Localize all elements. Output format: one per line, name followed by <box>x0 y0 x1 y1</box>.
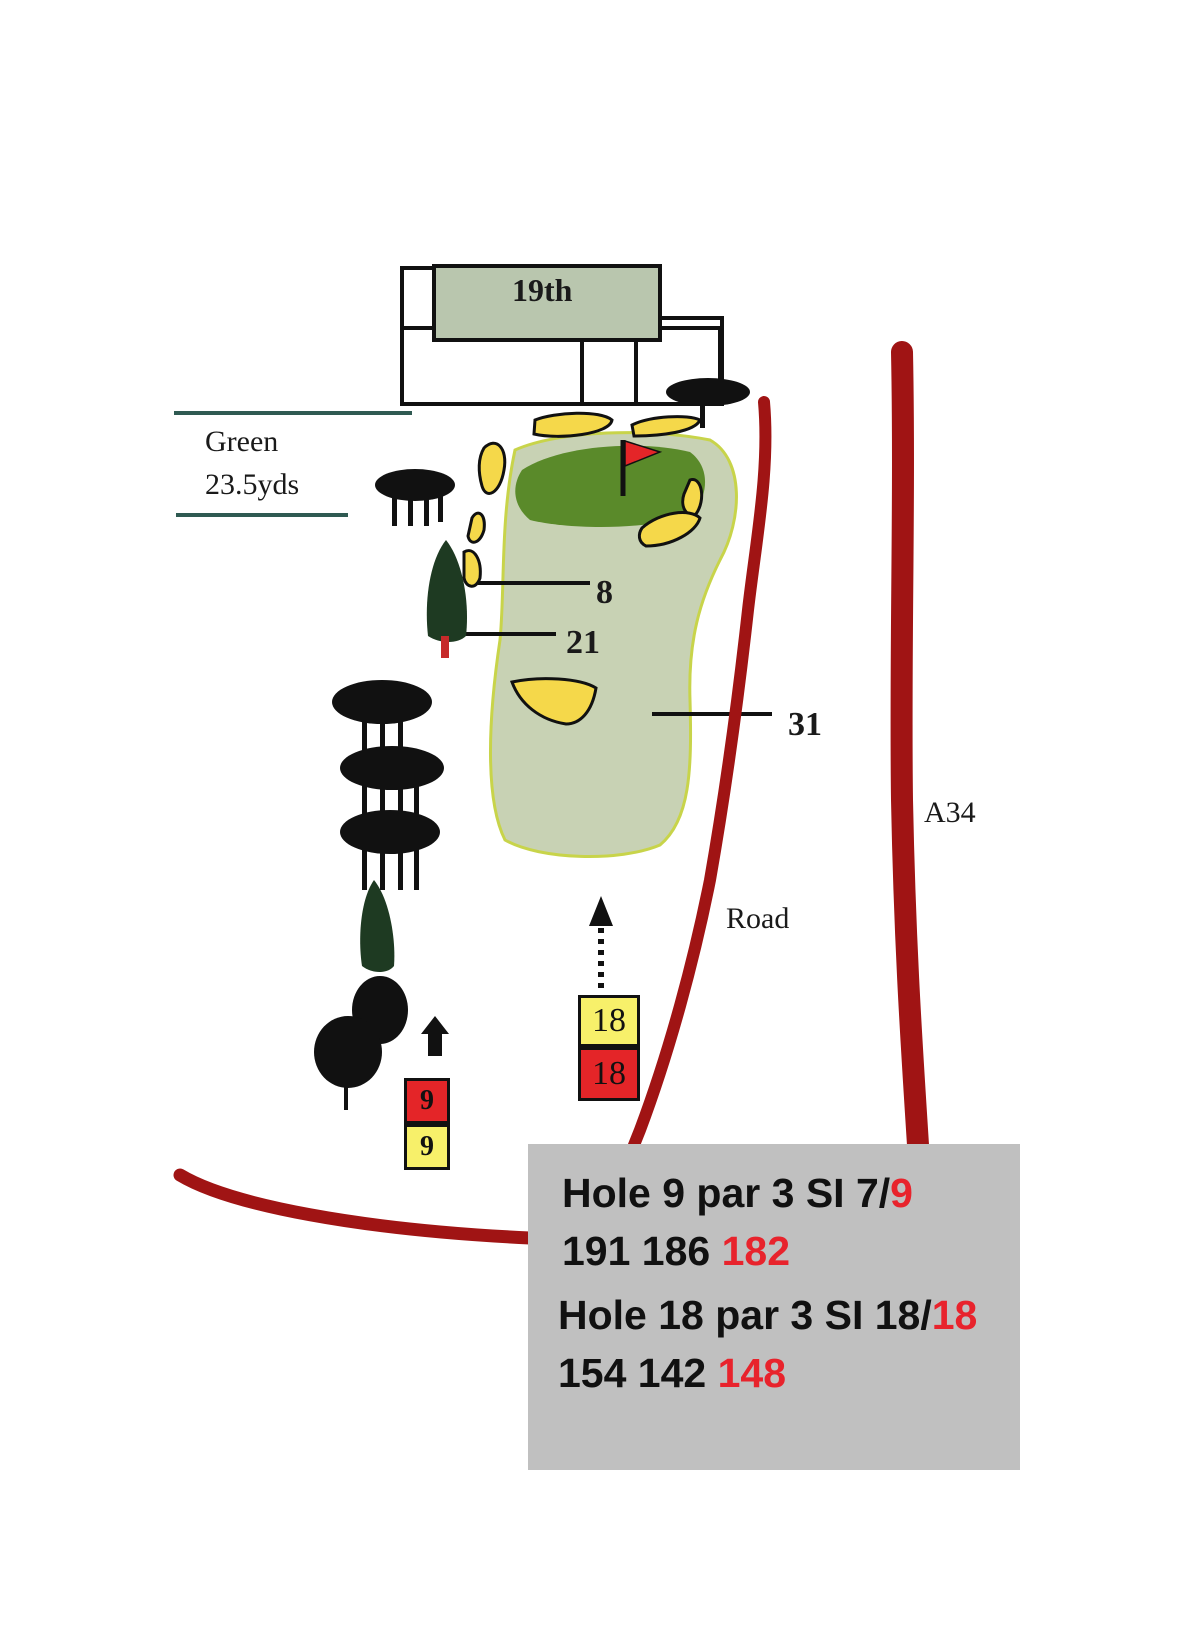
clubhouse-19th <box>432 264 662 342</box>
distance-marker-8: 8 <box>596 574 613 611</box>
conifer-icons <box>360 540 468 972</box>
tree-icons <box>314 378 750 1110</box>
lower-road <box>173 1168 537 1245</box>
road <box>608 396 772 1206</box>
hole18-yards-ladies: 148 <box>717 1350 787 1396</box>
hole9-yards-ladies: 182 <box>721 1228 791 1274</box>
a34-highway <box>890 341 929 1156</box>
hole-info-panel: Hole 9 par 3 SI 7/9 191 186 182 Hole 18 … <box>528 1144 1020 1470</box>
green-label: Green <box>205 425 279 458</box>
bunkers <box>462 411 704 726</box>
distance-marker-31: 31 <box>788 706 822 743</box>
hole18-si-ladies: 18 <box>931 1292 978 1338</box>
hole9-direction-arrow <box>421 1016 449 1056</box>
hole18-red-tee: 18 <box>578 1047 640 1101</box>
putting-green <box>515 445 706 527</box>
distance-lines <box>462 581 772 716</box>
hole9-title: Hole 9 par 3 SI 7/9 <box>562 1170 913 1216</box>
flag-icon <box>620 439 663 496</box>
hole9-yellow-tee: 9 <box>404 1124 450 1170</box>
hole18-yellow-tee: 18 <box>578 995 640 1047</box>
clubhouse-label: 19th <box>512 272 573 308</box>
hole18-yards: 154 142 148 <box>558 1350 787 1396</box>
hole18-direction-arrow <box>589 896 613 992</box>
hole9-yards: 191 186 182 <box>562 1228 791 1274</box>
hole9-si-ladies: 9 <box>890 1170 913 1216</box>
highway-label: A34 <box>924 796 976 829</box>
distance-marker-21: 21 <box>566 624 600 661</box>
hole18-title: Hole 18 par 3 SI 18/18 <box>558 1292 978 1338</box>
green-length-label: 23.5yds <box>205 468 300 501</box>
hole9-red-tee: 9 <box>404 1078 450 1124</box>
road-label: Road <box>726 902 790 935</box>
